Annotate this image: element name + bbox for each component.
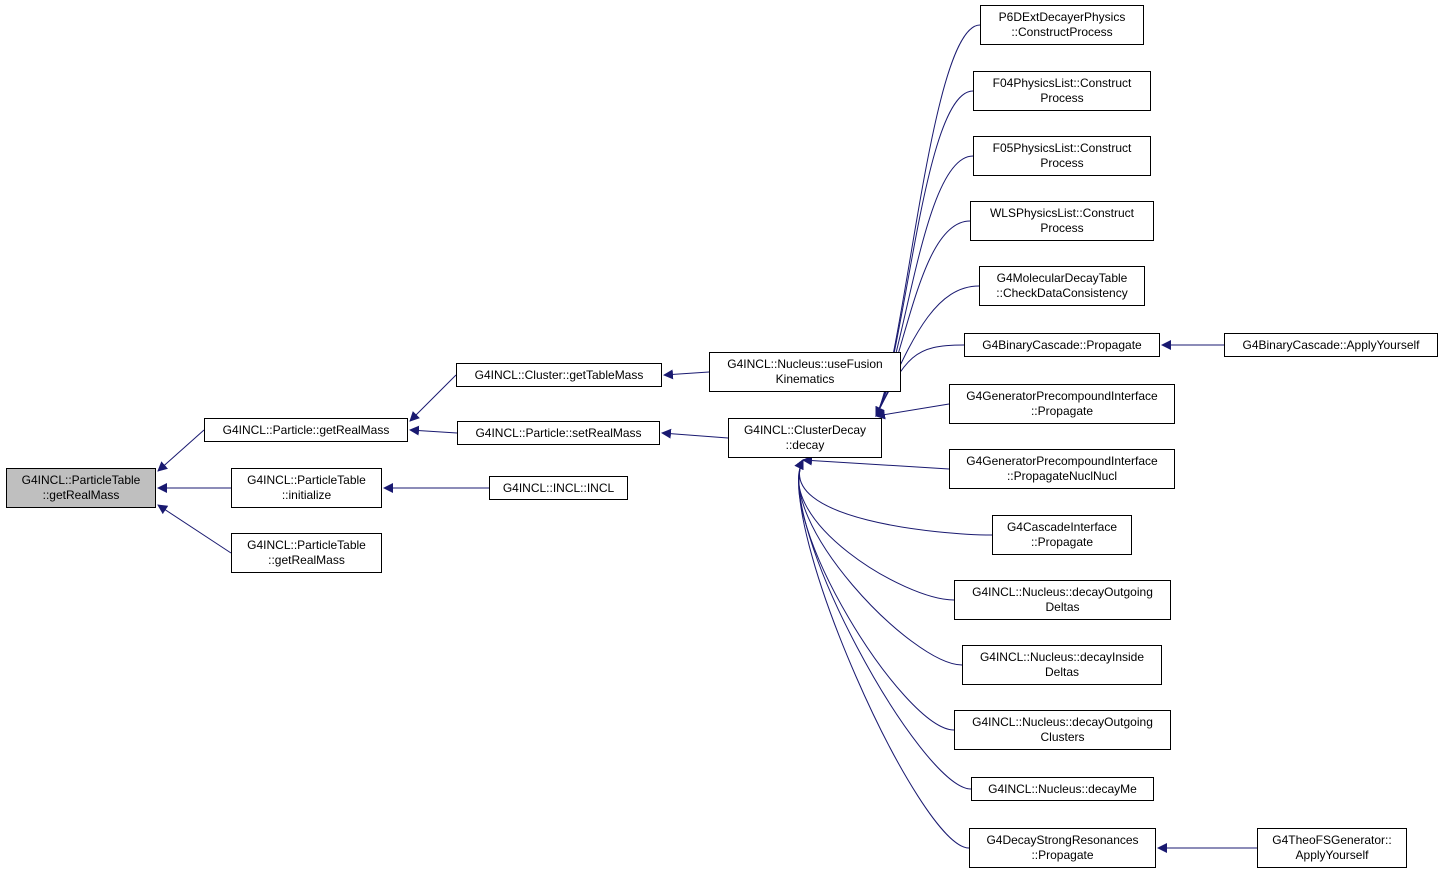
edge-generator_precompound_propagate_nn-to-cluster_decay_decay <box>802 455 950 470</box>
node-label: G4INCL::ParticleTable <box>21 473 141 487</box>
node-label: G4INCL::Nucleus::decayMe <box>988 781 1137 796</box>
node-label: G4BinaryCascade::Propagate <box>982 337 1142 352</box>
node-label: ::Propagate <box>1030 404 1094 418</box>
node-incl-incl[interactable]: G4INCL::INCL::INCL <box>489 476 628 500</box>
node-f04-construct-process[interactable]: F04PhysicsList::Construct Process <box>973 71 1151 111</box>
node-theo-fs-generator-apply-yourself[interactable]: G4TheoFSGenerator:: ApplyYourself <box>1257 828 1407 868</box>
node-cluster-get-table-mass[interactable]: G4INCL::Cluster::getTableMass <box>456 363 662 387</box>
node-label: G4INCL::ClusterDecay <box>743 423 867 437</box>
node-label: Process <box>1040 156 1084 170</box>
node-label: ::Propagate <box>1031 848 1094 862</box>
node-label: G4INCL::INCL::INCL <box>502 480 615 495</box>
edge-particle_get_real_mass-to-root <box>157 429 205 472</box>
node-label: ::getRealMass <box>42 488 120 502</box>
node-label: ::getRealMass <box>268 553 345 567</box>
node-label: Deltas <box>1044 665 1079 679</box>
node-particle-get-real-mass[interactable]: G4INCL::Particle::getRealMass <box>204 418 408 442</box>
edge-cluster_decay_decay-to-particle_set_real_mass <box>661 428 729 439</box>
node-label: ::decay <box>785 438 825 452</box>
node-label: ::ConstructProcess <box>1011 25 1113 39</box>
node-cascade-interface-propagate[interactable]: G4CascadeInterface ::Propagate <box>992 515 1132 555</box>
node-particle-table-get-real-mass[interactable]: G4INCL::ParticleTable ::getRealMass <box>231 533 382 573</box>
node-nucleus-use-fusion-kinematics[interactable]: G4INCL::Nucleus::useFusion Kinematics <box>709 352 901 392</box>
node-label: G4INCL::Nucleus::decayOutgoing <box>972 715 1153 729</box>
node-decay-strong-resonances-propagate[interactable]: G4DecayStrongResonances ::Propagate <box>969 828 1156 868</box>
node-label: ::Propagate <box>1030 535 1094 549</box>
node-label: G4INCL::ParticleTable <box>247 473 366 487</box>
node-label: ApplyYourself <box>1295 848 1369 862</box>
node-binary-cascade-propagate[interactable]: G4BinaryCascade::Propagate <box>964 333 1160 357</box>
node-p6d-construct-process[interactable]: P6DExtDecayerPhysics ::ConstructProcess <box>980 5 1144 45</box>
node-label: G4INCL::Nucleus::decayOutgoing <box>972 585 1153 599</box>
node-label: Clusters <box>1040 730 1085 744</box>
node-label: G4CascadeInterface <box>1006 520 1118 534</box>
edge-particle_set_real_mass-to-particle_get_real_mass <box>409 425 458 436</box>
node-nucleus-decay-inside-deltas[interactable]: G4INCL::Nucleus::decayInside Deltas <box>962 645 1162 685</box>
node-label: F04PhysicsList::Construct <box>992 76 1132 90</box>
node-label: G4DecayStrongResonances <box>986 833 1139 847</box>
node-root: G4INCL::ParticleTable ::getRealMass <box>6 468 156 508</box>
node-label: WLSPhysicsList::Construct <box>989 206 1135 220</box>
node-label: G4MolecularDecayTable <box>996 271 1128 285</box>
node-cluster-decay-decay[interactable]: G4INCL::ClusterDecay ::decay <box>728 418 882 458</box>
node-binary-cascade-apply-yourself[interactable]: G4BinaryCascade::ApplyYourself <box>1224 333 1438 357</box>
edge-generator_precompound_propagate-to-cluster_decay_decay <box>875 403 950 420</box>
node-wls-construct-process[interactable]: WLSPhysicsList::Construct Process <box>970 201 1154 241</box>
node-label: Kinematics <box>775 372 835 386</box>
node-label: G4GeneratorPrecompoundInterface <box>966 454 1158 468</box>
edge-cascade_interface_propagate-to-cluster_decay_decay <box>794 459 993 536</box>
node-molecular-check-data[interactable]: G4MolecularDecayTable ::CheckDataConsist… <box>979 266 1145 306</box>
node-label: G4TheoFSGenerator:: <box>1272 833 1392 847</box>
node-f05-construct-process[interactable]: F05PhysicsList::Construct Process <box>973 136 1151 176</box>
node-particle-table-initialize[interactable]: G4INCL::ParticleTable ::initialize <box>231 468 382 508</box>
node-generator-precompound-propagate-nucl-nucl[interactable]: G4GeneratorPrecompoundInterface ::Propag… <box>949 449 1175 489</box>
node-label: G4INCL::Cluster::getTableMass <box>474 367 644 382</box>
edge-particle_table_get_real_mass2-to-root <box>157 504 232 554</box>
edge-nucleus_decay_outgoing_deltas-to-cluster_decay_decay <box>794 459 955 601</box>
node-label: G4GeneratorPrecompoundInterface <box>966 389 1158 403</box>
node-label: G4INCL::Nucleus::decayInside <box>979 650 1145 664</box>
node-label: F05PhysicsList::Construct <box>992 141 1132 155</box>
node-label: Deltas <box>1045 600 1080 614</box>
node-label: G4INCL::Nucleus::useFusion <box>727 357 883 371</box>
node-label: G4INCL::Particle::setRealMass <box>475 425 642 440</box>
node-label: ::CheckDataConsistency <box>996 286 1128 300</box>
node-generator-precompound-propagate[interactable]: G4GeneratorPrecompoundInterface ::Propag… <box>949 384 1175 424</box>
edge-nucleus_use_fusion_kinematics-to-cluster_get_table_mass <box>663 369 710 380</box>
node-label: Process <box>1040 91 1084 105</box>
node-nucleus-decay-me[interactable]: G4INCL::Nucleus::decayMe <box>971 777 1154 801</box>
edge-nucleus_decay_outgoing_clusters-to-cluster_decay_decay <box>794 459 955 731</box>
node-label: ::PropagateNuclNucl <box>1006 469 1118 483</box>
node-label: P6DExtDecayerPhysics <box>998 10 1126 24</box>
edge-nucleus_decay_inside_deltas-to-cluster_decay_decay <box>794 459 963 666</box>
edge-binary_cascade_propagate-to-cluster_decay_decay <box>875 344 965 417</box>
node-nucleus-decay-outgoing-deltas[interactable]: G4INCL::Nucleus::decayOutgoing Deltas <box>954 580 1171 620</box>
node-label: Process <box>1040 221 1084 235</box>
node-particle-set-real-mass[interactable]: G4INCL::Particle::setRealMass <box>457 421 660 445</box>
node-label: G4INCL::Particle::getRealMass <box>222 422 390 437</box>
edge-nucleus_decay_me-to-cluster_decay_decay <box>794 459 972 790</box>
edge-decay_strong_resonances_propagate-to-cluster_decay_decay <box>794 459 970 849</box>
node-nucleus-decay-outgoing-clusters[interactable]: G4INCL::Nucleus::decayOutgoing Clusters <box>954 710 1171 750</box>
node-label: G4INCL::ParticleTable <box>247 538 366 552</box>
edge-cluster_get_table_mass-to-particle_get_real_mass <box>409 374 457 422</box>
edge-molecular_check_data-to-cluster_decay_decay <box>875 285 980 417</box>
node-label: G4BinaryCascade::ApplyYourself <box>1242 337 1420 352</box>
node-label: ::initialize <box>281 488 332 502</box>
